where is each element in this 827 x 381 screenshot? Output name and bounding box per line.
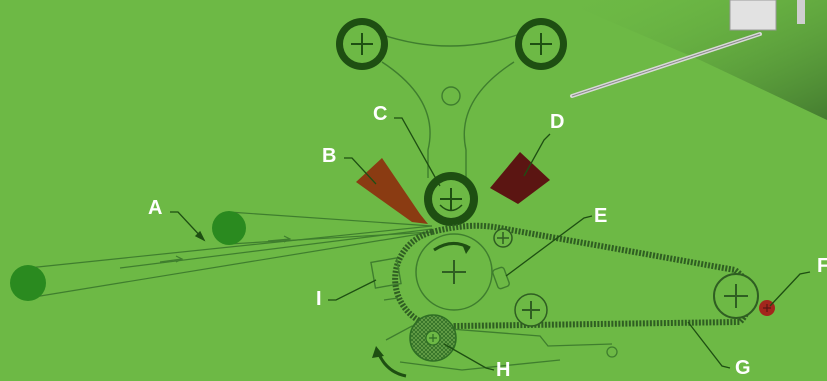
roller-small-bottom: [514, 293, 548, 327]
label-g: G: [735, 357, 751, 379]
roller-right-end: [713, 273, 759, 319]
lower-frame: [383, 297, 618, 371]
label-e: E: [594, 205, 608, 227]
probe-illustration: [570, 0, 805, 98]
block-d: [490, 152, 550, 204]
roller-top-left: [336, 18, 388, 70]
web-lines: [27, 211, 433, 299]
belt-g: [392, 222, 753, 331]
label-c: C: [373, 103, 388, 125]
roller-mid-left: [212, 211, 246, 245]
label-d: D: [550, 111, 565, 133]
leader-lines: [170, 117, 811, 371]
box-i: [370, 257, 402, 289]
brush-roller-h: [409, 314, 457, 362]
label-f: F: [817, 255, 827, 277]
upper-frame: [379, 33, 521, 178]
roller-small-top: [493, 228, 513, 248]
roller-far-left: [10, 265, 46, 301]
rotation-arrow-icon: [372, 346, 407, 378]
corner-shadow: [560, 0, 827, 120]
main-drum: [415, 233, 493, 311]
sensor-e: [492, 266, 510, 290]
label-a: A: [148, 197, 163, 219]
label-h: H: [496, 359, 511, 381]
roller-c: [424, 172, 478, 226]
label-b: B: [322, 145, 337, 167]
roller-top-right: [515, 18, 567, 70]
blade-b: [356, 158, 428, 224]
label-i: I: [316, 288, 322, 310]
